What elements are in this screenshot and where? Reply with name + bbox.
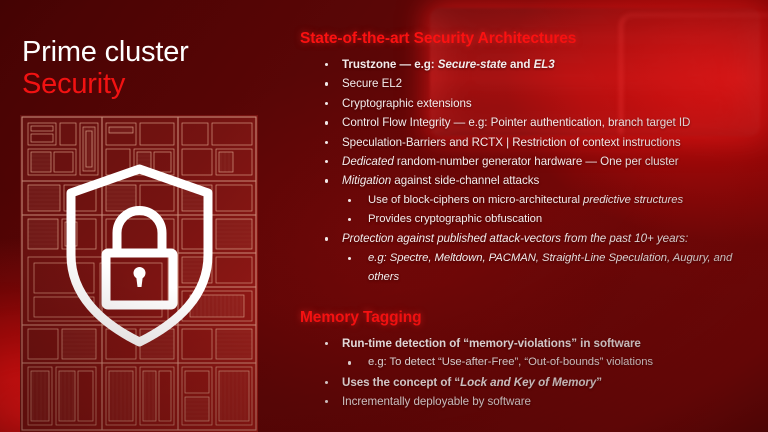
- content-column: State-of-the-art Security Architectures …: [300, 30, 760, 411]
- bullet-item: e.g: To detect “Use-after-Free”, “Out-of…: [300, 353, 760, 372]
- section-heading-memory-tagging: Memory Tagging: [300, 309, 422, 327]
- bullet-item: Incrementally deployable by software: [300, 392, 760, 411]
- cpu-die-floorplan-image: [20, 115, 258, 432]
- section-spacer: [300, 287, 760, 309]
- bullet-item: Uses the concept of “Lock and Key of Mem…: [300, 373, 760, 392]
- bullet-item: Speculation-Barriers and RCTX | Restrict…: [300, 133, 760, 152]
- shield-lock-icon: [66, 164, 213, 347]
- bullet-item: Trustzone — e.g: Secure-state and EL3: [300, 55, 760, 74]
- bullet-item: e.g: Spectre, Meltdown, PACMAN, Straight…: [300, 249, 760, 287]
- bullet-item: Mitigation against side-channel attacks: [300, 171, 760, 190]
- bullet-item: Dedicated random-number generator hardwa…: [300, 152, 760, 171]
- bullet-item: Secure EL2: [300, 74, 760, 93]
- bullet-item: Cryptographic extensions: [300, 94, 760, 113]
- bullet-list-memory-tagging: Run-time detection of “memory-violations…: [300, 334, 760, 411]
- bullet-item: Run-time detection of “memory-violations…: [300, 334, 760, 353]
- section-memory-tagging: Memory Tagging Run-time detection of “me…: [300, 309, 760, 411]
- slide-title-primary: Prime cluster: [22, 36, 189, 68]
- slide-title-secondary: Security: [22, 68, 126, 101]
- bullet-item: Protection against published attack-vect…: [300, 229, 760, 248]
- section-security-architectures: State-of-the-art Security Architectures …: [300, 30, 760, 287]
- bullet-item: Provides cryptographic obfuscation: [300, 210, 760, 229]
- bullet-item: Use of block-ciphers on micro-architectu…: [300, 191, 760, 210]
- bullet-item: Control Flow Integrity — e.g: Pointer au…: [300, 113, 760, 132]
- section-heading-security-architectures: State-of-the-art Security Architectures: [300, 30, 577, 47]
- slide-title: Prime cluster Security: [22, 36, 292, 101]
